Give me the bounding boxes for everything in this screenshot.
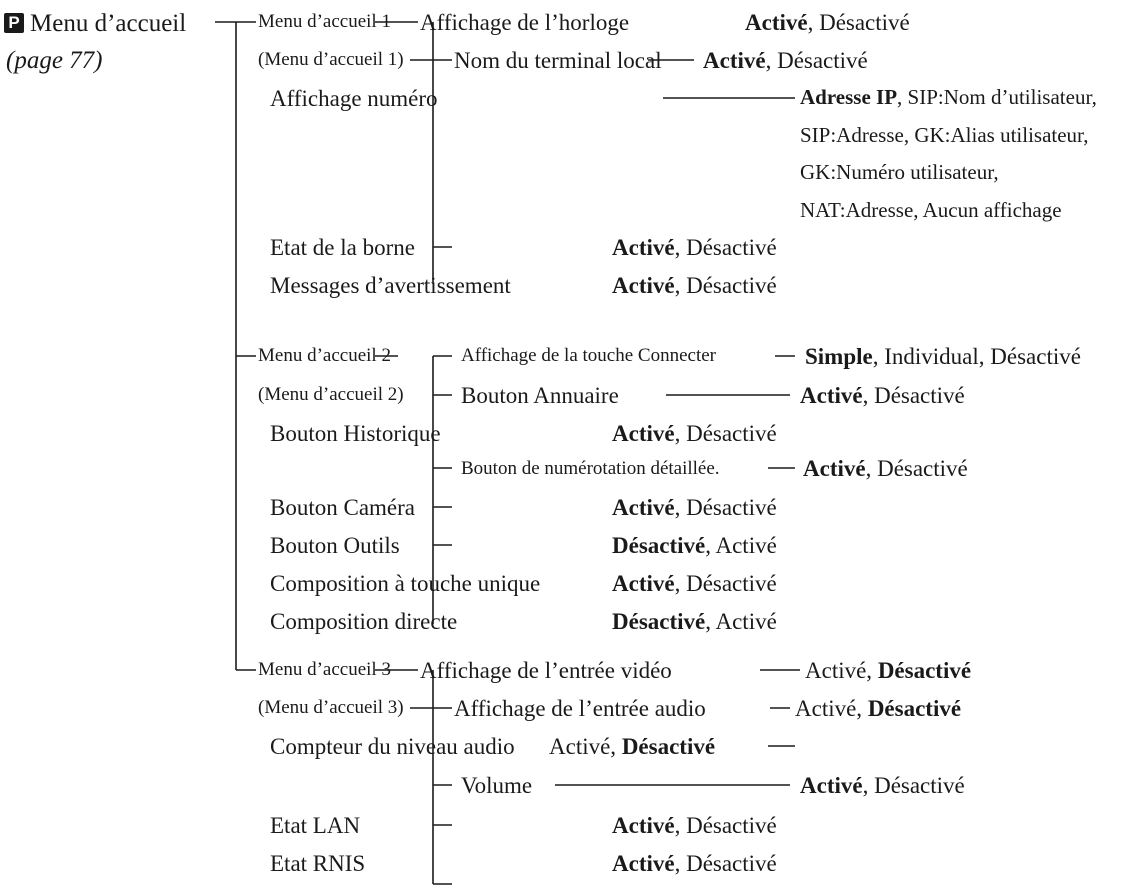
setting-label: Compteur du niveau audio	[270, 734, 515, 759]
setting-options: Simple, Individual, Désactivé	[805, 345, 1081, 368]
setting-options-continued: GK:Numéro utilisateur,	[800, 160, 999, 184]
default-option: Activé	[612, 813, 675, 838]
setting-label: Etat de la borne	[270, 235, 415, 260]
setting-label: Volume	[461, 773, 533, 798]
setting-label: Etat RNIS	[270, 851, 366, 876]
default-option: Désactivé	[877, 658, 972, 683]
section-3-subtitle: (Menu d’accueil 3)	[258, 697, 404, 718]
alternative-options: , Désactivé	[674, 571, 777, 596]
setting-label: Composition à touche unique	[270, 571, 541, 596]
setting-options: Activé, Désactivé	[703, 49, 868, 72]
alternative-options: , Individual, Désactivé	[872, 344, 1081, 369]
default-option: Désactivé	[867, 696, 962, 721]
setting-options-continued: NAT:Adresse, Aucun affichage	[800, 198, 1062, 222]
section-3-name: Menu d’accueil 3	[258, 659, 391, 680]
alternative-options: , Désactivé	[765, 48, 868, 73]
section-2-name: Menu d’accueil 2	[258, 345, 391, 366]
setting-label: Composition directe	[270, 609, 458, 634]
setting-label: Messages d’avertissement	[270, 273, 511, 298]
setting-label: Affichage de la touche Connecter	[461, 345, 716, 366]
alternative-options: , Désactivé	[674, 495, 777, 520]
alternative-options: , Activé	[705, 533, 777, 558]
page-reference: (page 77)	[6, 47, 103, 74]
section-2-subtitle: (Menu d’accueil 2)	[258, 384, 404, 405]
alternative-options: , Désactivé	[674, 421, 777, 446]
setting-options: Désactivé, Activé	[612, 534, 777, 557]
default-option: Activé	[612, 495, 675, 520]
setting-label: Affichage de l’entrée audio	[454, 696, 706, 721]
setting-options: Activé, Désactivé	[800, 384, 965, 407]
setting-label: Bouton Historique	[270, 421, 441, 446]
setting-options: Activé, Désactivé	[612, 572, 777, 595]
setting-options: Adresse IP, SIP:Nom d’utilisateur,	[800, 87, 1097, 108]
alternative-options: , Désactivé	[674, 273, 777, 298]
setting-options: Activé, Désactivé	[803, 457, 968, 480]
section-1-subtitle: (Menu d’accueil 1)	[258, 49, 404, 70]
setting-options: Désactivé, Activé	[612, 610, 777, 633]
default-option: Activé	[745, 10, 808, 35]
default-option: Activé	[800, 773, 863, 798]
default-option: Activé	[803, 456, 866, 481]
default-option: Activé	[800, 383, 863, 408]
setting-options-continued: SIP:Adresse, GK:Alias utilisateur,	[800, 123, 1089, 147]
default-option: Désactivé	[612, 533, 706, 558]
setting-options: Activé, Désactivé	[612, 422, 777, 445]
default-option: Désactivé	[612, 609, 706, 634]
setting-options: Activé, Désactivé	[745, 11, 910, 34]
alternative-options: , Activé	[705, 609, 777, 634]
setting-options: Activé, Désactivé	[612, 814, 777, 837]
setting-options: Activé, Désactivé	[612, 236, 777, 259]
alternative-options: , Désactivé	[674, 235, 777, 260]
alternative-options: , Désactivé	[862, 383, 965, 408]
alternative-options: Activé,	[805, 658, 878, 683]
menu-title: Menu d’accueil	[30, 10, 187, 37]
default-option: Désactivé	[621, 734, 716, 759]
settings-category-badge: P	[4, 13, 24, 33]
default-option: Adresse IP	[800, 85, 898, 109]
setting-label: Etat LAN	[270, 813, 361, 838]
alternative-options: , Désactivé	[862, 773, 965, 798]
setting-label: Affichage de l’horloge	[420, 10, 630, 35]
default-option: Activé	[612, 235, 675, 260]
default-option: Activé	[612, 851, 675, 876]
alternative-options: , Désactivé	[807, 10, 910, 35]
setting-label: Affichage numéro	[270, 86, 438, 111]
alternative-options: , Désactivé	[674, 813, 777, 838]
setting-label: Bouton Outils	[270, 533, 400, 558]
default-option: Activé	[612, 273, 675, 298]
default-option: Activé	[612, 421, 675, 446]
setting-options: Activé, Désactivé	[549, 735, 715, 758]
alternative-options: , Désactivé	[865, 456, 968, 481]
setting-label: Bouton Annuaire	[461, 383, 619, 408]
setting-label: Bouton Caméra	[270, 495, 415, 520]
setting-options: Activé, Désactivé	[805, 659, 971, 682]
setting-options: Activé, Désactivé	[612, 274, 777, 297]
setting-options: Activé, Désactivé	[795, 697, 961, 720]
default-option: Activé	[612, 571, 675, 596]
setting-options: Activé, Désactivé	[612, 852, 777, 875]
default-option: Activé	[703, 48, 766, 73]
setting-label: Affichage de l’entrée vidéo	[420, 658, 672, 683]
alternative-options: , Désactivé	[674, 851, 777, 876]
alternative-options: Activé,	[549, 734, 622, 759]
alternative-options: , SIP:Nom d’utilisateur,	[897, 85, 1097, 109]
setting-options: Activé, Désactivé	[612, 496, 777, 519]
alternative-options: Activé,	[795, 696, 868, 721]
section-1-name: Menu d’accueil 1	[258, 11, 391, 32]
setting-label: Bouton de numérotation détaillée.	[461, 458, 720, 479]
default-option: Simple	[805, 344, 873, 369]
setting-label: Nom du terminal local	[454, 48, 662, 73]
setting-options: Activé, Désactivé	[800, 774, 965, 797]
